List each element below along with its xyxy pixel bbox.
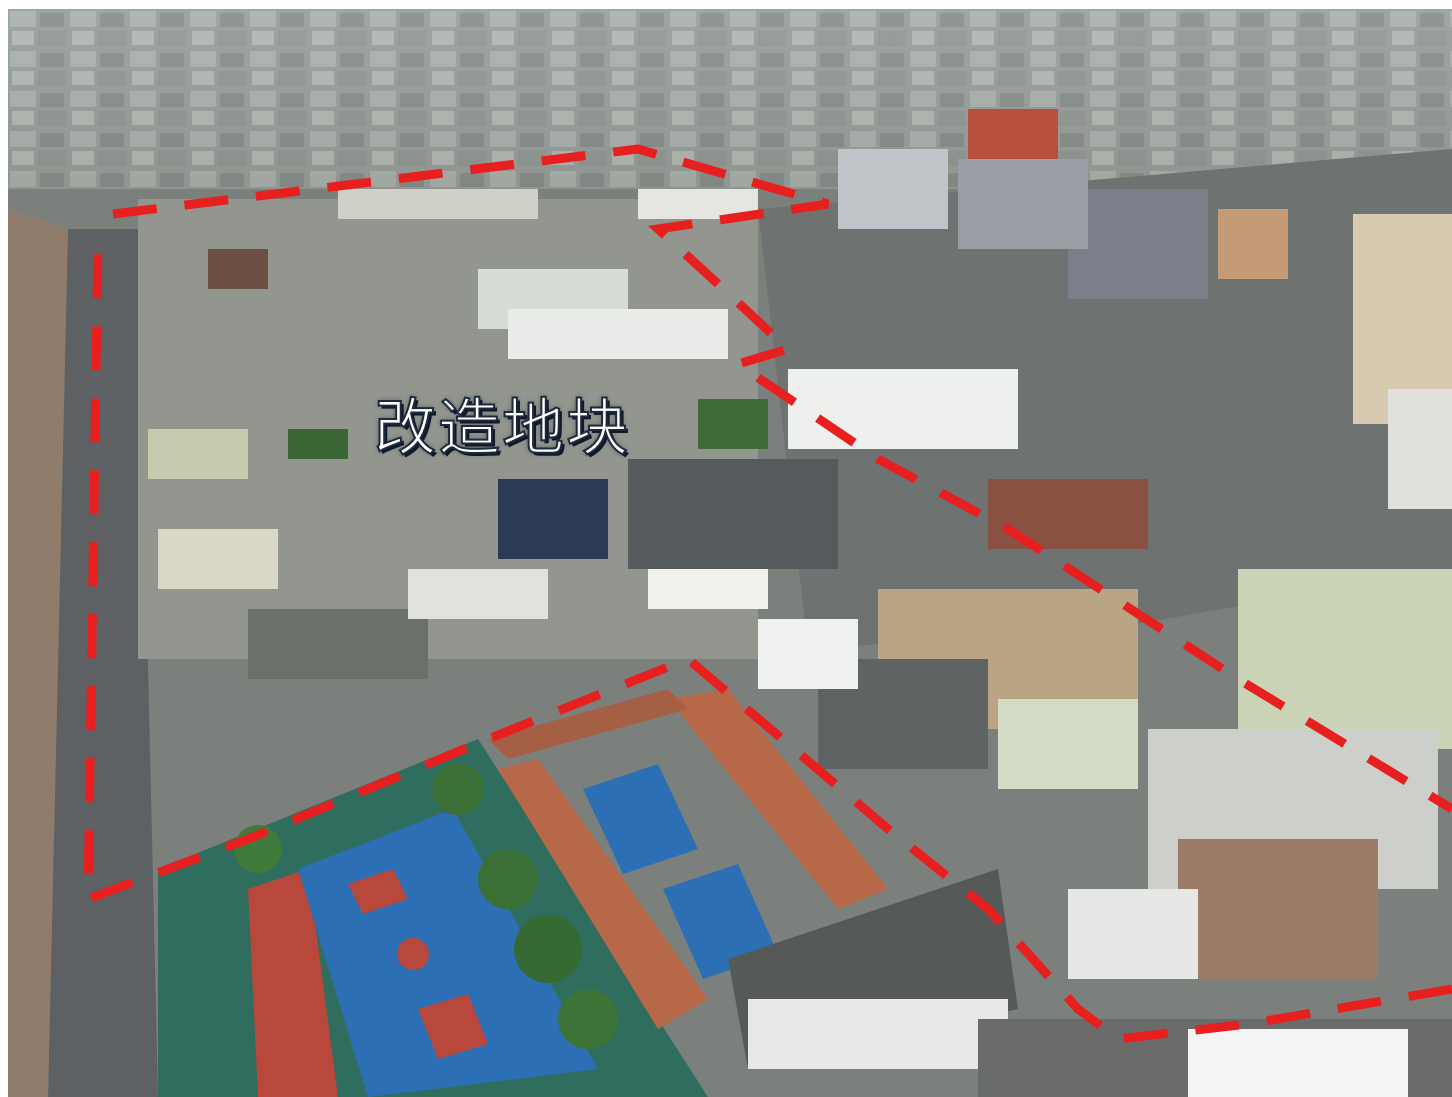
aerial-photo: 改造地块 — [8, 9, 1452, 1097]
redevelopment-boundary — [112, 144, 1452, 813]
white-warehouse — [788, 369, 1018, 449]
redevelopment-site-label: 改造地块 — [373, 390, 631, 465]
redevelopment-boundary-south — [83, 238, 1452, 1044]
tree-cluster — [698, 399, 768, 449]
school-roof-right — [668, 689, 888, 909]
tennis-court — [583, 764, 698, 874]
dark-netting — [498, 479, 608, 559]
left-buildings — [8, 209, 68, 1097]
school-roof-left — [498, 759, 708, 1029]
aerial-scene — [8, 9, 1452, 1097]
